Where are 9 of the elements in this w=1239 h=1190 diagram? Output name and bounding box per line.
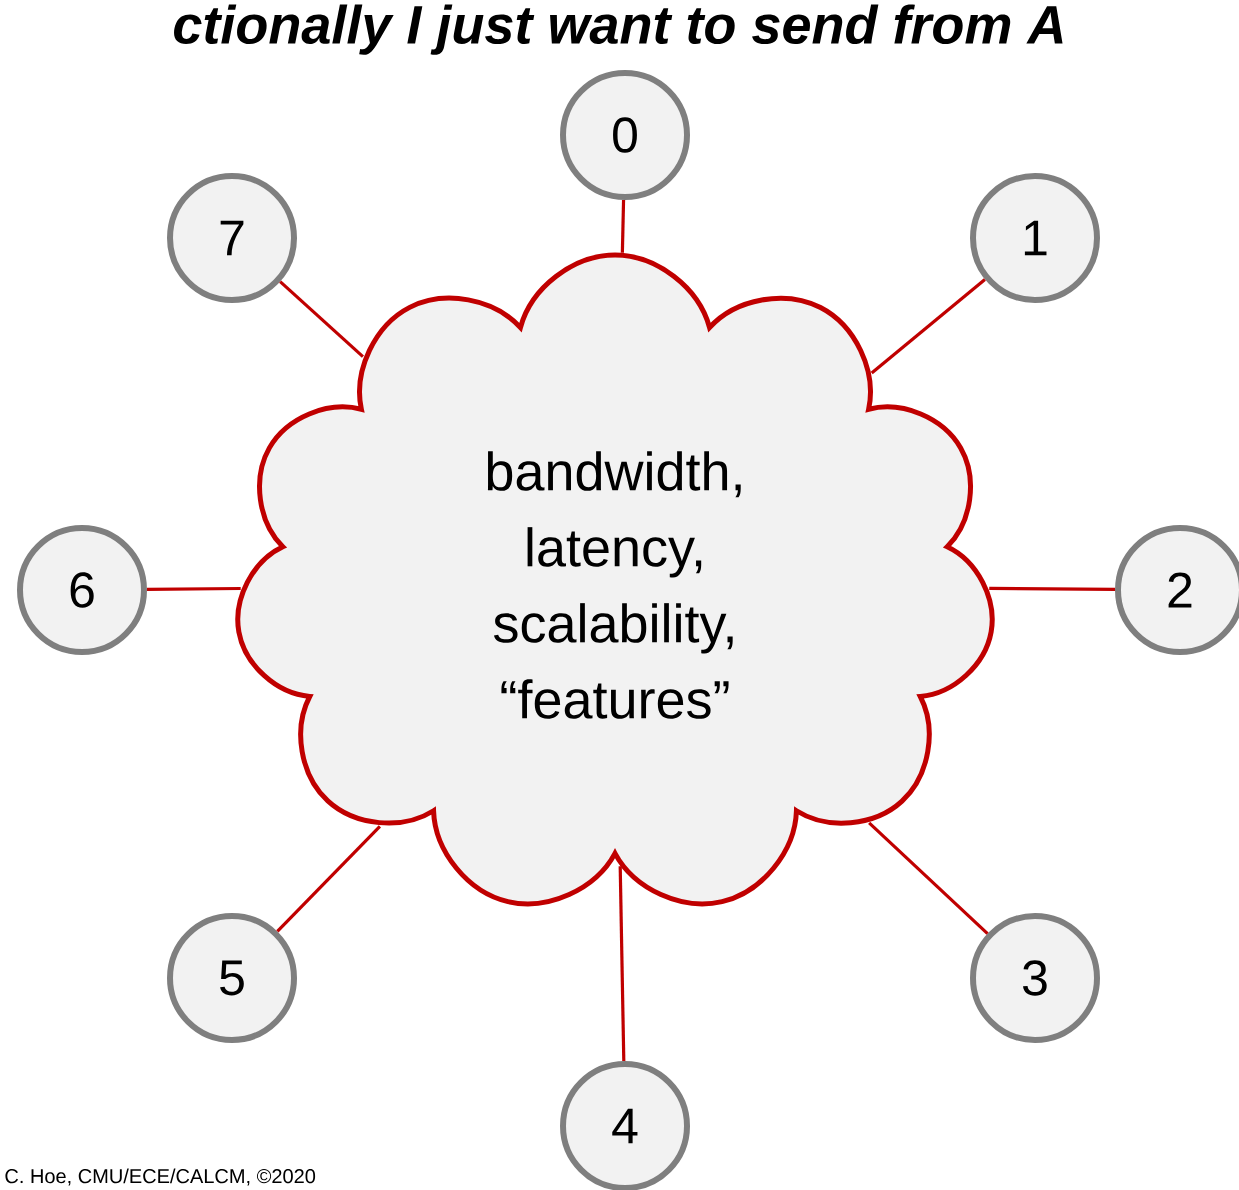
footer-text: C. Hoe, CMU/ECE/CALCM, ©2020 <box>5 1168 316 1186</box>
title: ctionally I just want to send from A <box>174 4 1063 55</box>
connector-line <box>870 278 986 375</box>
connector-line <box>147 586 241 591</box>
connector-line <box>620 199 626 253</box>
connector-line <box>276 825 382 933</box>
connector-line <box>989 586 1115 592</box>
connector-line <box>868 821 989 935</box>
connector-line <box>279 280 364 358</box>
